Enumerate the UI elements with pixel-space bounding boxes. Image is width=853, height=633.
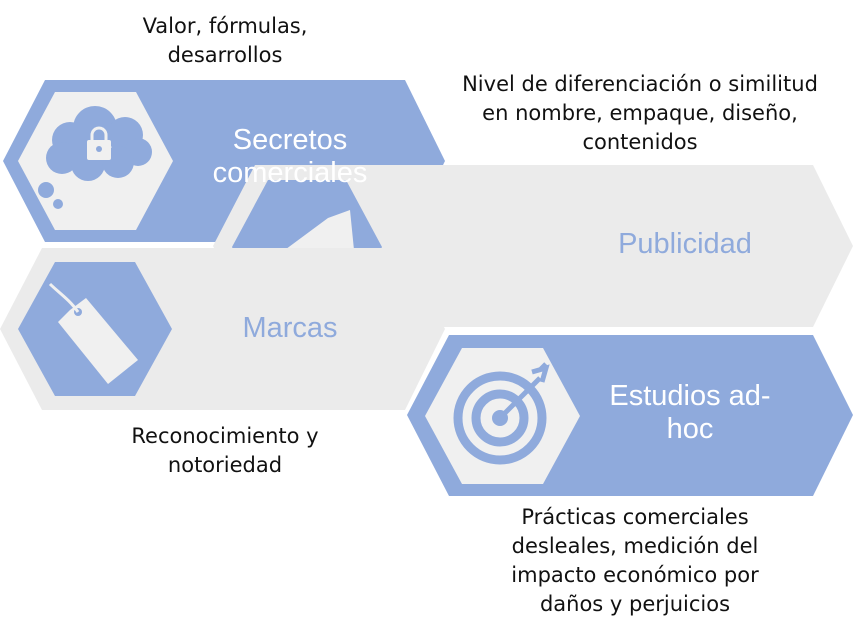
cloud-lock-icon — [38, 106, 152, 209]
marcas-label: Marcas — [242, 312, 338, 344]
tag-icon — [48, 282, 138, 384]
secretos-caption: Valor, fórmulas, desarrollos — [142, 14, 308, 67]
estudios-label: Estudios ad-hoc — [609, 380, 771, 445]
publicidad-caption: Nivel de diferenciación o similitud en n… — [462, 72, 818, 154]
publicidad-label: Publicidad — [618, 228, 752, 260]
secretos-label: Secretos comerciales — [212, 124, 368, 189]
marcas-caption: Reconocimiento y notoriedad — [131, 424, 319, 477]
target-icon — [453, 362, 550, 465]
estudios-caption: Prácticas comerciales desleales, medició… — [511, 505, 759, 616]
